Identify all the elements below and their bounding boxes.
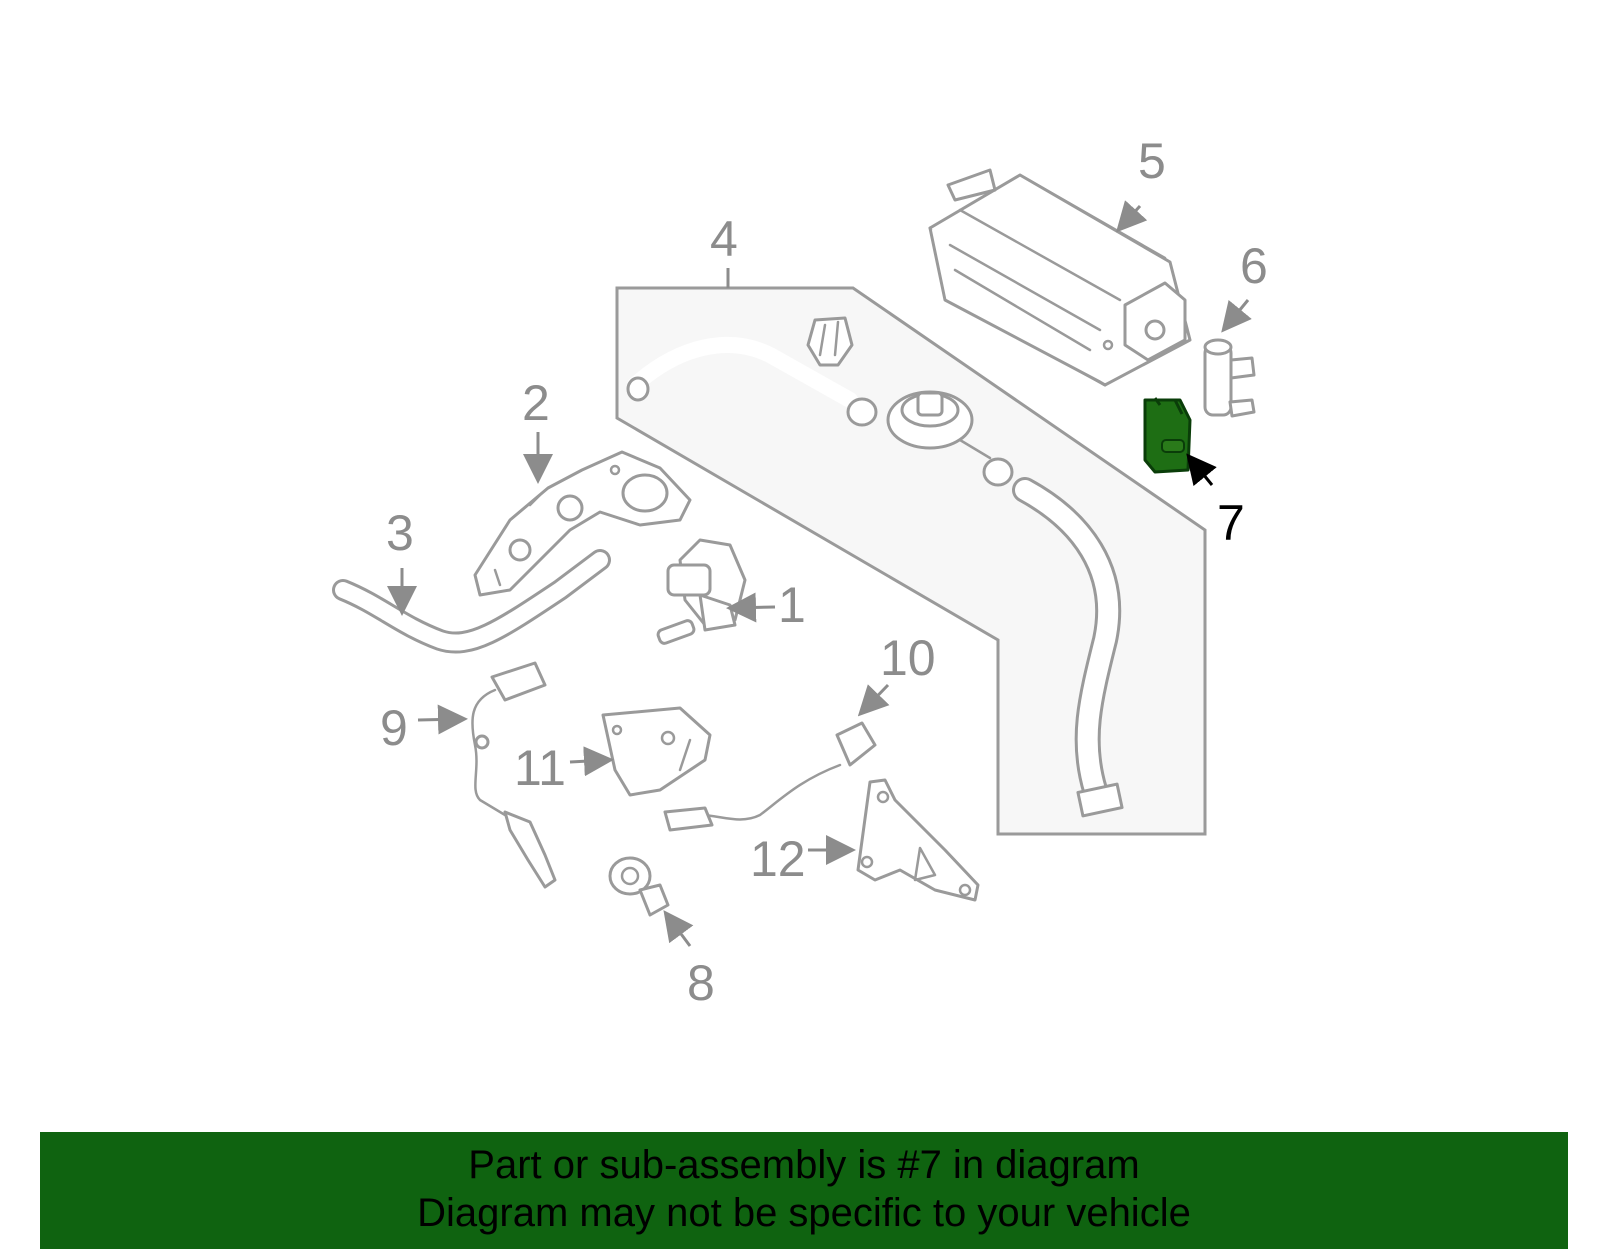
leader-11 bbox=[569, 746, 614, 777]
leader-5 bbox=[1115, 200, 1148, 233]
part-3-hose bbox=[332, 549, 611, 654]
part-4-hose-upper bbox=[626, 337, 858, 408]
part-1-valve bbox=[656, 538, 747, 645]
leader-7 bbox=[1186, 453, 1217, 487]
callout-9: 9 bbox=[380, 700, 408, 756]
leader-9 bbox=[417, 704, 468, 735]
part-5-canister bbox=[928, 168, 1192, 387]
part-4-valve bbox=[886, 390, 1014, 487]
part-10-sensor bbox=[663, 721, 877, 832]
callout-7-highlighted: 7 bbox=[1217, 495, 1245, 551]
callout-8: 8 bbox=[687, 955, 715, 1011]
callout-3: 3 bbox=[386, 505, 414, 561]
callout-1: 1 bbox=[778, 577, 806, 633]
info-banner: Part or sub-assembly is #7 in diagram Di… bbox=[40, 1132, 1568, 1249]
part-4-group-outline bbox=[615, 286, 1207, 836]
leader-6 bbox=[1221, 299, 1252, 333]
part-11-shield bbox=[601, 706, 712, 797]
callout-10: 10 bbox=[880, 630, 936, 686]
callout-4: 4 bbox=[710, 211, 738, 267]
callout-6: 6 bbox=[1240, 238, 1268, 294]
part-4-hose-lower bbox=[1012, 477, 1124, 818]
part-8-sensor bbox=[608, 856, 670, 917]
part-4-clamp bbox=[846, 397, 878, 427]
banner-line-2: Diagram may not be specific to your vehi… bbox=[417, 1191, 1191, 1235]
leader-1 bbox=[726, 592, 776, 623]
part-6-valve bbox=[1203, 338, 1256, 418]
part-4-clip bbox=[806, 316, 854, 367]
callout-5: 5 bbox=[1138, 133, 1166, 189]
banner-line-1: Part or sub-assembly is #7 in diagram bbox=[468, 1143, 1140, 1187]
part-7-highlighted bbox=[1143, 397, 1192, 474]
callout-11: 11 bbox=[514, 740, 566, 796]
callout-2: 2 bbox=[522, 375, 550, 431]
part-2-bracket bbox=[473, 450, 692, 597]
leader-8 bbox=[663, 910, 694, 947]
part-12-bracket bbox=[856, 778, 980, 902]
part-9-sensor bbox=[471, 661, 557, 889]
callout-12: 12 bbox=[750, 831, 806, 887]
leader-10 bbox=[857, 683, 890, 717]
